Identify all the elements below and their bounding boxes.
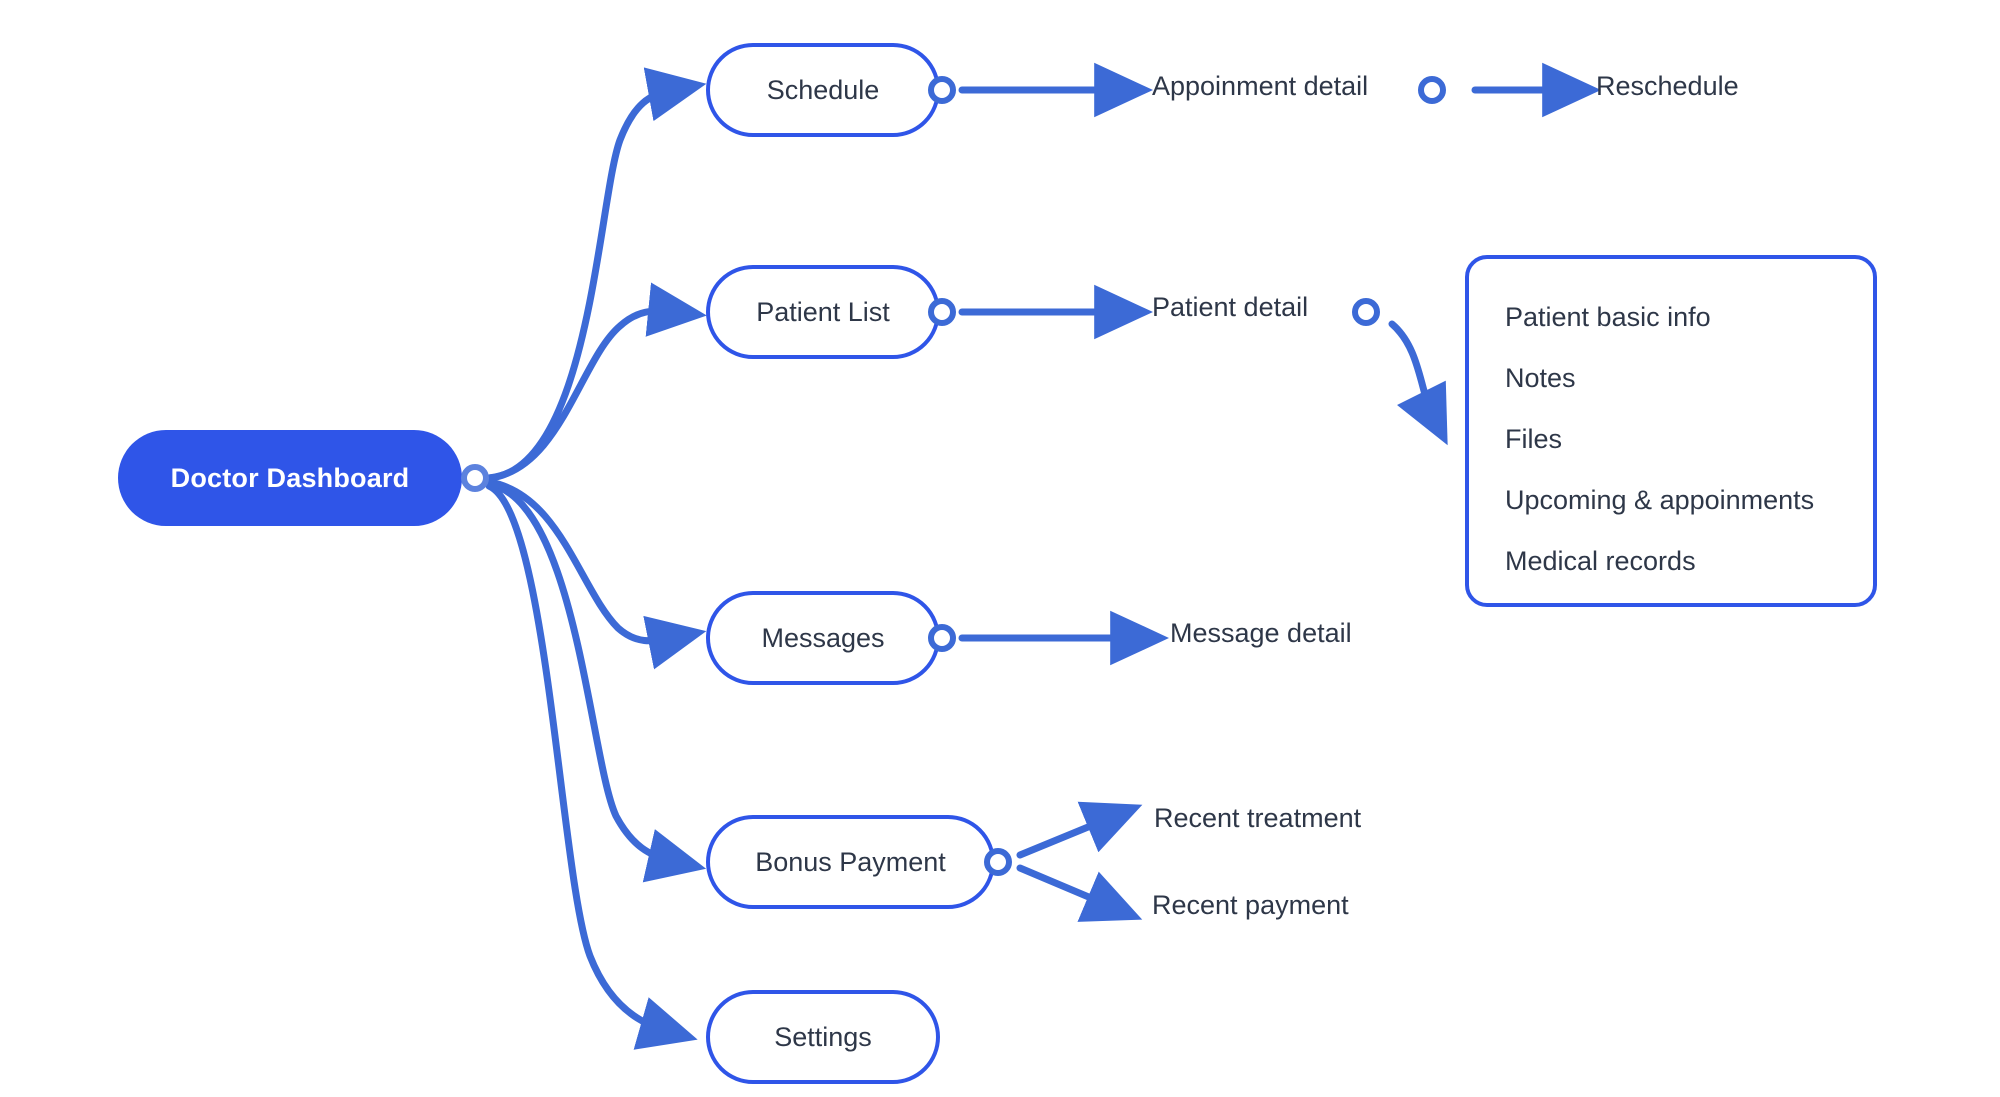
root-connector-knob[interactable] — [461, 464, 489, 492]
node-schedule[interactable]: Schedule — [706, 43, 940, 137]
bonus-payment-connector-knob[interactable] — [984, 848, 1012, 876]
edge-root-to-messages — [485, 478, 707, 670]
node-label-patient-list: Patient List — [756, 296, 890, 327]
node-label-messages: Messages — [761, 622, 885, 653]
edge-root-to-settings — [485, 482, 698, 1050]
leaf-message-detail[interactable]: Message detail — [1170, 618, 1352, 648]
leaf-recent-payment[interactable]: Recent payment — [1152, 890, 1349, 920]
edge-bonus-payment-to-recent-payment — [1016, 864, 1143, 922]
node-doctor-dashboard[interactable]: Doctor Dashboard — [118, 430, 462, 526]
node-bonus-payment[interactable]: Bonus Payment — [706, 815, 995, 909]
panel-item-upcoming-appointments[interactable]: Upcoming & appoinments — [1505, 485, 1815, 515]
node-label-doctor-dashboard: Doctor Dashboard — [170, 462, 410, 493]
edge-patient-detail-to-panel — [1388, 320, 1448, 446]
edge-bonus-payment-to-recent-treatment — [1016, 801, 1143, 859]
leaf-appointment-detail[interactable]: Appoinment detail — [1152, 71, 1369, 101]
panel-item-files[interactable]: Files — [1505, 424, 1563, 454]
node-label-schedule: Schedule — [766, 74, 880, 105]
leaf-patient-detail[interactable]: Patient detail — [1152, 292, 1309, 322]
node-settings[interactable]: Settings — [706, 990, 940, 1084]
node-label-settings: Settings — [774, 1021, 872, 1052]
edge-root-to-patient-list — [485, 282, 707, 482]
panel-item-medical-records[interactable]: Medical records — [1505, 546, 1696, 576]
schedule-connector-knob[interactable] — [928, 76, 956, 104]
appointment-detail-connector-knob[interactable] — [1418, 76, 1446, 104]
node-messages[interactable]: Messages — [706, 591, 940, 685]
leaf-recent-treatment[interactable]: Recent treatment — [1154, 803, 1362, 833]
patient-list-connector-knob[interactable] — [928, 298, 956, 326]
panel-item-patient-basic-info[interactable]: Patient basic info — [1505, 302, 1711, 332]
node-label-bonus-payment: Bonus Payment — [755, 846, 946, 877]
patient-detail-panel: Patient basic info Notes Files Upcoming … — [1465, 255, 1877, 607]
node-patient-list[interactable]: Patient List — [706, 265, 940, 359]
edge-root-to-schedule — [485, 67, 707, 482]
edge-root-to-bonus-payment — [485, 480, 707, 883]
messages-connector-knob[interactable] — [928, 624, 956, 652]
leaf-reschedule[interactable]: Reschedule — [1596, 71, 1739, 101]
panel-item-notes[interactable]: Notes — [1505, 363, 1576, 393]
patient-detail-connector-knob[interactable] — [1352, 298, 1380, 326]
